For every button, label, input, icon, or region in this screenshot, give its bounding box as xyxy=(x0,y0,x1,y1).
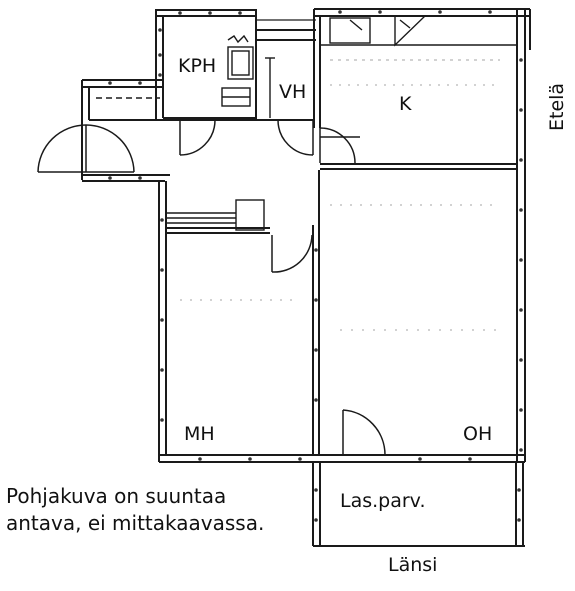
windows xyxy=(255,19,518,456)
fixtures xyxy=(96,15,517,231)
room-label-balcony: Las.parv. xyxy=(340,490,426,512)
direction-label-south: Etelä xyxy=(546,82,568,131)
room-label-mh: MH xyxy=(184,423,215,445)
room-label-kph: KPH xyxy=(178,55,217,77)
wall-stipple xyxy=(108,10,523,522)
disclaimer-line-1: Pohjakuva on suuntaa xyxy=(6,484,227,508)
disclaimer-note: Pohjakuva on suuntaa antava, ei mittakaa… xyxy=(6,483,264,537)
direction-label-west: Länsi xyxy=(388,554,438,576)
room-label-k: K xyxy=(399,93,412,115)
room-label-vh: VH xyxy=(279,81,307,103)
room-label-oh: OH xyxy=(463,423,493,445)
disclaimer-line-2: antava, ei mittakaavassa. xyxy=(6,511,265,535)
hatching xyxy=(180,59,500,331)
doors xyxy=(37,119,386,456)
